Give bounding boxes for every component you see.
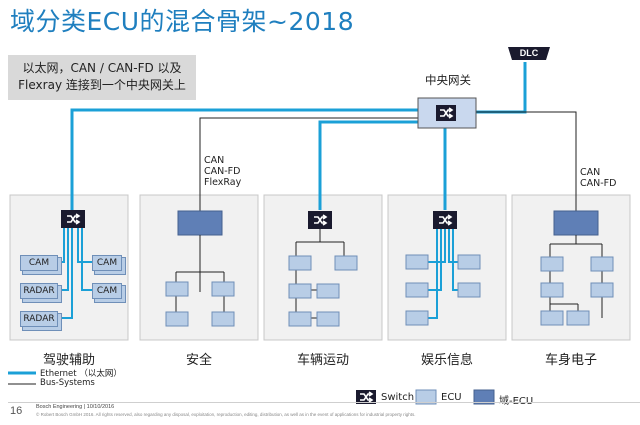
- ecu: [316, 311, 340, 327]
- ecu: [405, 310, 429, 326]
- vehicle-motion-ecus: [288, 255, 358, 327]
- bus-label-line: FlexRay: [204, 177, 242, 188]
- legend-switch-icon: [356, 390, 376, 404]
- ecu-radar-1: RADAR: [20, 283, 58, 299]
- bus-label-line: CAN-FD: [580, 178, 617, 189]
- dlc-connector: [508, 47, 550, 60]
- ecu: [288, 283, 312, 299]
- legend-ethernet-label: Ethernet （以太网）: [40, 369, 122, 379]
- legend-domain-ecu-swatch: [473, 389, 495, 405]
- ecu: [457, 282, 481, 298]
- domain-label-vehicle-motion: 车辆运动: [296, 353, 349, 368]
- ecu: [590, 282, 614, 298]
- ecu: [590, 256, 614, 272]
- safety-domain-ecu: [177, 210, 223, 236]
- ecu: [288, 311, 312, 327]
- infotainment-ecus: [405, 254, 481, 326]
- bus-label-line: CAN: [204, 155, 225, 166]
- legend-ecu-swatch: [415, 389, 437, 405]
- footer-divider: [8, 402, 640, 403]
- ecu: [165, 311, 189, 327]
- footer-company: Bosch Engineering | 10/10/2016: [36, 404, 115, 410]
- driver-assist-ethernet-fanout: [56, 228, 92, 319]
- domain-label-driver-assist: 驾驶辅助: [42, 353, 95, 368]
- body-domain-ecu: [553, 210, 599, 236]
- safety-bus-label: CAN CAN-FD FlexRay: [204, 155, 241, 188]
- ecu: [566, 310, 590, 326]
- page-title: 域分类ECU的混合骨架~2018: [10, 7, 355, 36]
- ecu: [334, 255, 358, 271]
- central-gateway-switch-icon: [436, 105, 456, 121]
- safety-ecus: [165, 281, 235, 327]
- ecu-cam-1: CAM: [20, 255, 58, 271]
- ecu: [288, 255, 312, 271]
- domain-label-infotainment: 娱乐信息: [420, 353, 473, 368]
- ecu: [457, 254, 481, 270]
- ecu: [211, 311, 235, 327]
- infotainment-switch-icon: [433, 211, 457, 229]
- ecu: [540, 256, 564, 272]
- infotainment-ethernet-fanout: [428, 229, 458, 319]
- legend-bus-label: Bus-Systems: [40, 378, 95, 388]
- driver-assist-switch-icon: [61, 210, 85, 228]
- ecu: [165, 281, 189, 297]
- page-number: 16: [10, 405, 23, 417]
- body-ecus: [540, 256, 614, 326]
- domain-label-body: 车身电子: [544, 353, 597, 368]
- ethernet-link-vehicle-motion: [318, 120, 445, 210]
- domain-label-safety: 安全: [185, 353, 212, 368]
- bus-link-safety: [199, 117, 432, 211]
- gateway-label: 中央网关: [425, 73, 471, 87]
- body-bus-label: CAN CAN-FD: [580, 167, 616, 189]
- callout-line-1: 以太网，CAN / CAN-FD 以及: [22, 61, 182, 75]
- dlc-label: DLC: [519, 48, 539, 58]
- bus-link-body: [470, 111, 577, 211]
- ecu-radar-2: RADAR: [20, 311, 58, 327]
- legend-ecu-label: ECU: [441, 392, 462, 403]
- ethernet-link-driver-assist: [70, 108, 445, 210]
- ecu: [540, 310, 564, 326]
- legend-domain-ecu-label: 域-ECU: [499, 396, 534, 407]
- bus-label-line: CAN: [580, 167, 601, 178]
- ecu: [405, 254, 429, 270]
- ecu-cam-2: CAM: [92, 255, 122, 271]
- ecu-cam-3: CAM: [92, 283, 122, 299]
- legend-switch-label: Switch: [381, 392, 415, 403]
- vehicle-motion-switch-icon: [308, 211, 332, 229]
- footer-copyright: © Robert Bosch GmbH 2016. All rights res…: [36, 412, 416, 417]
- callout-box: 以太网，CAN / CAN-FD 以及 Flexray 连接到一个中央网关上: [8, 55, 196, 100]
- bus-links: [199, 111, 577, 211]
- ethernet-links: [70, 62, 527, 210]
- bus-label-line: CAN-FD: [204, 166, 241, 177]
- ecu: [540, 282, 564, 298]
- ecu: [211, 281, 235, 297]
- callout-line-2: Flexray 连接到一个中央网关上: [18, 78, 186, 92]
- ecu: [405, 282, 429, 298]
- ecu: [316, 283, 340, 299]
